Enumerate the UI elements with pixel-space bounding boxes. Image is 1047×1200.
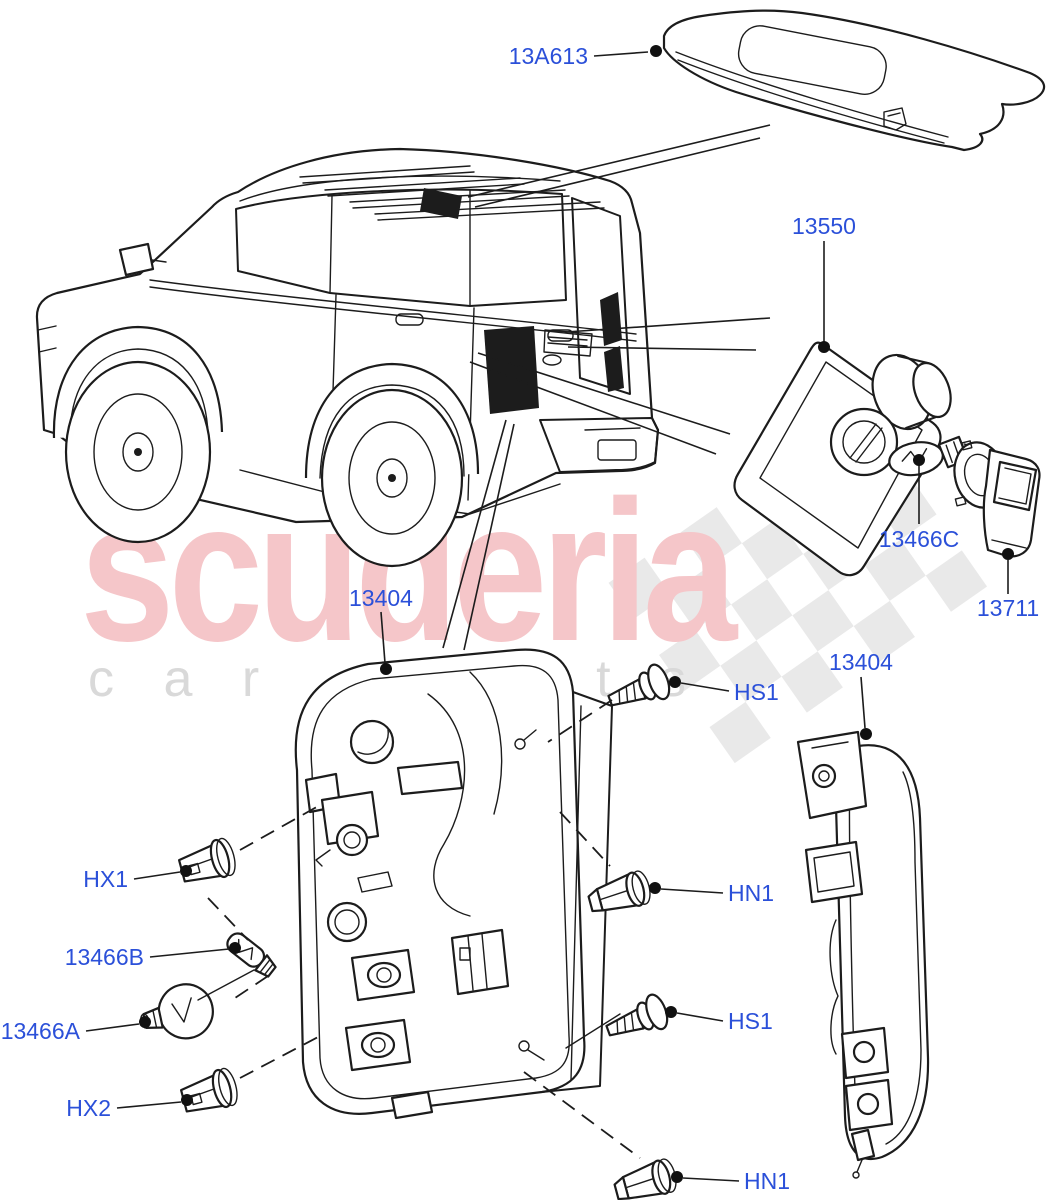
car-rear-lamp-location xyxy=(484,326,539,414)
label-HX2[interactable]: HX2 xyxy=(66,1095,111,1121)
part-13404-rear-lamp-right xyxy=(796,730,930,1179)
label-13404-right[interactable]: 13404 xyxy=(829,649,893,675)
label-HX1[interactable]: HX1 xyxy=(83,866,128,892)
part-HX2-bulb-holder xyxy=(180,1067,238,1113)
label-13466C[interactable]: 13466C xyxy=(879,526,960,552)
rear-wheel xyxy=(320,388,464,568)
car-high-mount-lamp xyxy=(420,188,462,219)
assembly-axis-lines xyxy=(197,699,641,1159)
label-HS1-lower[interactable]: HS1 xyxy=(728,1008,773,1034)
label-13550[interactable]: 13550 xyxy=(792,213,856,239)
part-13466A-bulb xyxy=(140,983,214,1040)
part-HS1-screw-lower xyxy=(605,993,669,1037)
front-wheel xyxy=(64,360,212,544)
location-pointer-lines xyxy=(442,124,771,651)
label-HN1-lower[interactable]: HN1 xyxy=(744,1168,790,1194)
part-13550-rear-lamp-assembly xyxy=(733,341,952,577)
label-13A613[interactable]: 13A613 xyxy=(509,43,588,69)
part-13711-bulb-holder xyxy=(953,440,1041,558)
label-13466A[interactable]: 13466A xyxy=(1,1018,81,1044)
part-HX1-bulb-holder xyxy=(178,837,236,883)
label-13404-main[interactable]: 13404 xyxy=(349,585,413,611)
label-13711[interactable]: 13711 xyxy=(977,595,1039,621)
part-HS1-screw-upper xyxy=(607,663,671,707)
part-13A613-high-mount-stop-lamp xyxy=(662,9,1046,152)
part-HN1-nut-upper xyxy=(587,870,651,913)
part-13404-rear-lamp-main xyxy=(294,648,613,1120)
part-number-labels: 13A613 13550 13466C 13711 13404 HS1 1340… xyxy=(1,43,1039,1194)
vehicle-illustration xyxy=(35,147,660,568)
part-HN1-nut-lower xyxy=(613,1158,677,1200)
label-13466B[interactable]: 13466B xyxy=(65,944,144,970)
label-HN1-upper[interactable]: HN1 xyxy=(728,880,774,906)
label-HS1-upper[interactable]: HS1 xyxy=(734,679,779,705)
callout-leaders xyxy=(85,45,1014,1183)
